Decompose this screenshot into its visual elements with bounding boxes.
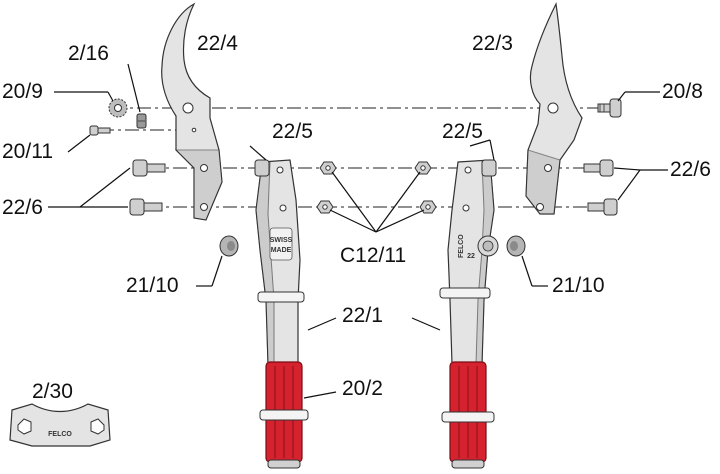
- handle-left-marking-line1: SWISS: [270, 237, 293, 244]
- bolts-left: [129, 159, 166, 216]
- label-handle: 22/1: [342, 304, 383, 327]
- label-blade-left: 22/4: [197, 32, 238, 55]
- handle-right-marking: FELCO: [458, 234, 465, 258]
- label-bumper-left: 21/10: [126, 274, 179, 297]
- blade-left-hole-top: [182, 102, 194, 114]
- handle-right-model: 22: [467, 253, 475, 260]
- bumper-right: [506, 235, 526, 257]
- screw-right: [597, 98, 622, 118]
- pin-part: [136, 113, 147, 129]
- part-labels: 22/4 22/3 2/16 20/9 20/11 20/8 22/5 22/5…: [2, 32, 711, 403]
- grip-left: [259, 361, 309, 469]
- wrench-marking: FELCO: [48, 431, 72, 438]
- handle-right: FELCO 22: [439, 159, 499, 365]
- nuts: [316, 161, 437, 214]
- label-bolts-right: 22/6: [670, 158, 711, 181]
- wrench: FELCO: [9, 403, 111, 447]
- label-blade-right: 22/3: [472, 32, 513, 55]
- washer-left: [108, 98, 128, 118]
- grip-right: [441, 361, 495, 469]
- leader-lines: [48, 63, 668, 399]
- label-bolts-left: 22/6: [2, 196, 43, 219]
- screw-left: [89, 125, 111, 136]
- handle-left: SWISS MADE: [254, 159, 305, 365]
- label-nuts: C12/11: [340, 244, 406, 267]
- label-screw-right: 20/8: [662, 80, 703, 103]
- label-washer-left: 20/9: [2, 80, 43, 103]
- label-pivot-right: 22/5: [442, 120, 483, 143]
- bumper-left: [219, 235, 239, 257]
- blade-right: [525, 2, 583, 215]
- bolts-right: [583, 159, 618, 216]
- label-pivot-left: 22/5: [272, 120, 313, 143]
- label-screw-left: 20/11: [2, 140, 53, 163]
- label-pin: 2/16: [68, 42, 109, 65]
- label-wrench: 2/30: [32, 380, 73, 403]
- blade-left: [161, 2, 223, 221]
- handle-left-marking-line2: MADE: [271, 247, 292, 254]
- label-grip: 20/2: [342, 377, 383, 400]
- blade-right-hole-top: [547, 102, 559, 114]
- label-bumper-right: 21/10: [552, 274, 605, 297]
